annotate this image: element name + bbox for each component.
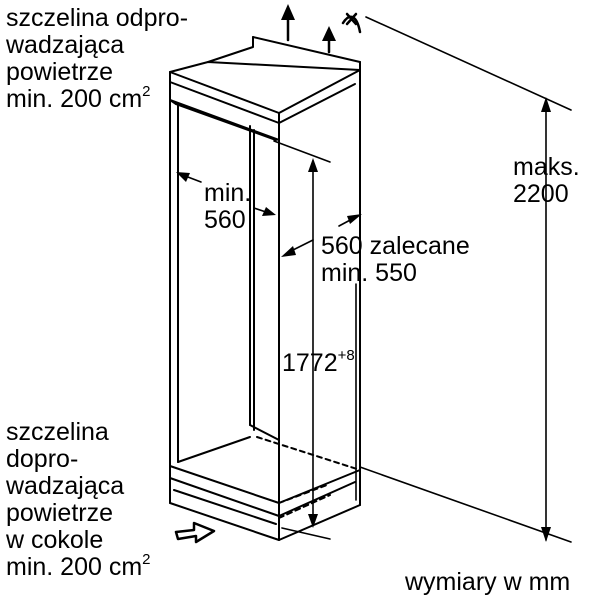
top-vent-line-4: min. 200 cm2: [6, 83, 188, 113]
width-min-line-1: min.: [204, 179, 252, 207]
top-shelf: [169, 81, 356, 141]
height-dimension: [308, 158, 318, 528]
max-symbol-icon: [341, 12, 362, 34]
depth-label: 560 zalecane min. 550: [321, 233, 470, 287]
inner-back-panel: [177, 104, 280, 463]
width-dimension: [176, 172, 276, 216]
top-vent-line-2: wadzająca: [6, 31, 125, 59]
height-value: 1772: [282, 349, 338, 377]
max-height-label: maks. 2200: [513, 154, 580, 208]
max-height-dimension: [541, 97, 551, 542]
top-vent-area-unit-sup: 2: [142, 83, 151, 100]
depth-dimension: [281, 214, 362, 257]
hidden-edges: [256, 436, 361, 519]
max-height-line-1: maks.: [513, 153, 580, 181]
top-vent-line-3: powietrze: [6, 58, 113, 86]
air-out-arrows: [281, 4, 336, 54]
width-min-line-2: 560: [204, 206, 246, 234]
bottom-plinth: [169, 465, 361, 525]
cabinet-frame: [169, 61, 361, 541]
units-label: wymiary w mm: [405, 568, 571, 596]
bottom-vent-line-6: min. 200 cm2: [6, 551, 151, 581]
top-vent-outline: [207, 36, 361, 71]
height-label: 1772+8: [282, 347, 355, 377]
height-tolerance: +8: [337, 347, 355, 364]
bottom-vent-label: szczelina dopro- wadzająca powietrze w c…: [6, 419, 151, 581]
depth-line-2: min. 550: [321, 259, 417, 287]
air-in-arrow-icon: [174, 521, 216, 544]
top-vent-line-1: szczelina odpro-: [6, 4, 189, 32]
bottom-vent-line-5: w cokole: [6, 526, 104, 554]
extension-lines: [273, 16, 572, 543]
top-vent-area: min. 200 cm: [6, 85, 143, 113]
bottom-vent-line-1: szczelina: [6, 418, 109, 446]
max-height-line-2: 2200: [513, 180, 569, 208]
bottom-vent-line-3: wadzająca: [6, 472, 125, 500]
width-min-label: min. 560: [204, 180, 251, 234]
bottom-vent-area: min. 200 cm: [6, 553, 143, 581]
bottom-vent-area-unit-sup: 2: [142, 551, 151, 568]
bottom-vent-line-2: dopro-: [6, 445, 79, 473]
bottom-vent-line-4: powietrze: [6, 499, 113, 527]
top-vent-label: szczelina odpro- wadzająca powietrze min…: [6, 5, 188, 113]
depth-line-1: 560 zalecane: [321, 232, 470, 260]
